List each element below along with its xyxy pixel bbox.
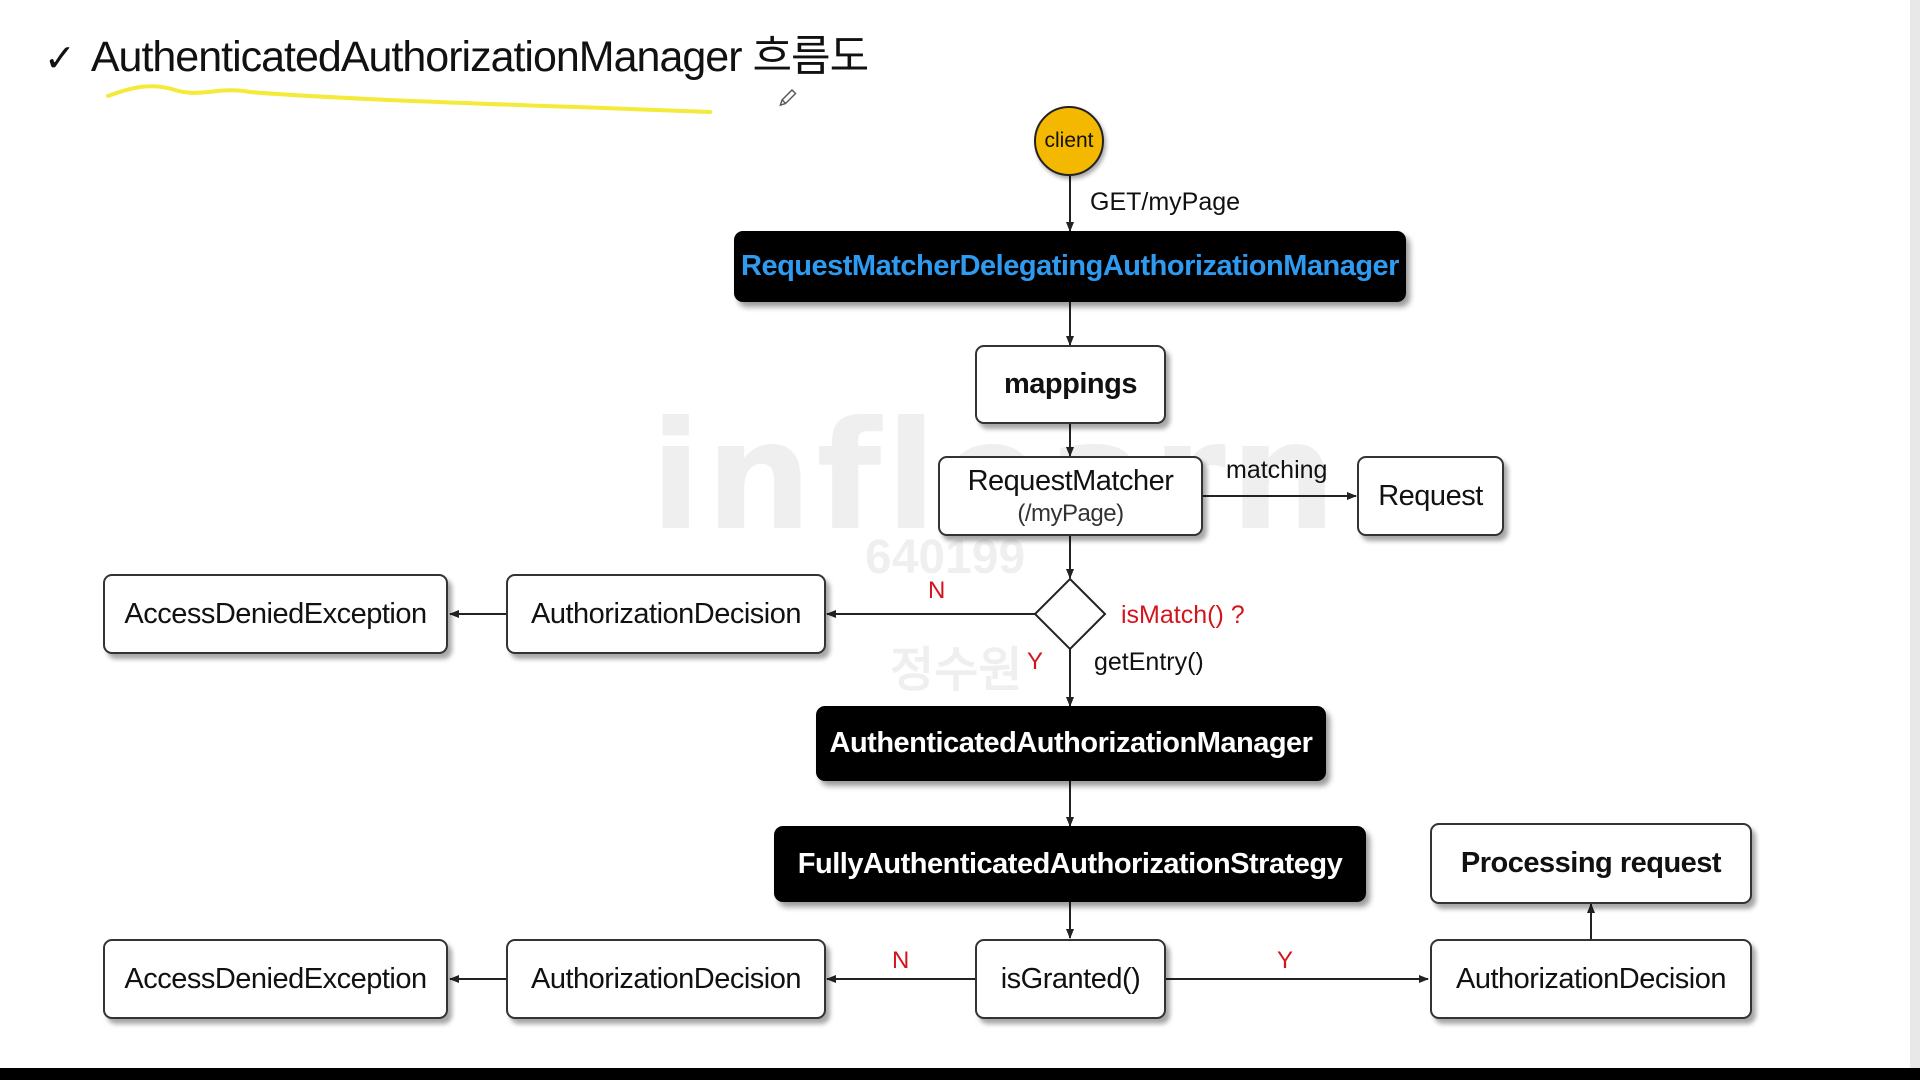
highlight-underline	[106, 84, 712, 114]
authorization-decision-node-1: AuthorizationDecision	[506, 574, 826, 654]
checkmark-icon: ✓	[44, 38, 76, 80]
pen-icon	[779, 89, 797, 107]
request-matcher-delegating-authorization-manager: RequestMatcherDelegatingAuthorizationMan…	[734, 231, 1406, 302]
client-node: client	[1034, 106, 1104, 176]
right-edge	[1910, 0, 1920, 1068]
authorization-decision-node-3: AuthorizationDecision	[1430, 939, 1752, 1019]
yes-label-2: Y	[1277, 947, 1294, 974]
is-match-label: isMatch() ?	[1121, 601, 1245, 629]
request-node: Request	[1357, 456, 1504, 536]
request-matcher-label: RequestMatcher	[967, 464, 1174, 497]
watermark-name: 정수원	[890, 644, 1023, 697]
get-mypage-label: GET/myPage	[1090, 188, 1241, 216]
yes-label-1: Y	[1027, 648, 1044, 675]
access-denied-exception-node-2: AccessDeniedException	[103, 939, 448, 1019]
no-label-2: N	[892, 947, 910, 974]
authorization-decision-node-2: AuthorizationDecision	[506, 939, 826, 1019]
access-denied-exception-node-1: AccessDeniedException	[103, 574, 448, 654]
is-match-diamond	[1033, 577, 1107, 651]
bottom-bar	[0, 1068, 1920, 1080]
page-title: ✓ AuthenticatedAuthorizationManager 흐름도	[44, 22, 869, 84]
authenticated-authorization-manager-node: AuthenticatedAuthorizationManager	[816, 706, 1326, 781]
mappings-node: mappings	[975, 345, 1166, 424]
matching-label: matching	[1226, 456, 1328, 484]
processing-request-node: Processing request	[1430, 823, 1752, 904]
request-matcher-path: (/myPage)	[1017, 499, 1124, 527]
get-entry-label: getEntry()	[1094, 648, 1204, 676]
page-title-text: AuthenticatedAuthorizationManager 흐름도	[90, 33, 869, 81]
fully-authenticated-authorization-strategy-node: FullyAuthenticatedAuthorizationStrategy	[774, 826, 1366, 902]
no-label-1: N	[928, 577, 946, 604]
rmdam-label: RequestMatcherDelegatingAuthorizationMan…	[741, 250, 1399, 282]
is-granted-node: isGranted()	[975, 939, 1166, 1019]
watermark-id: 640199	[865, 531, 1026, 584]
request-matcher-node: RequestMatcher (/myPage)	[938, 456, 1203, 536]
